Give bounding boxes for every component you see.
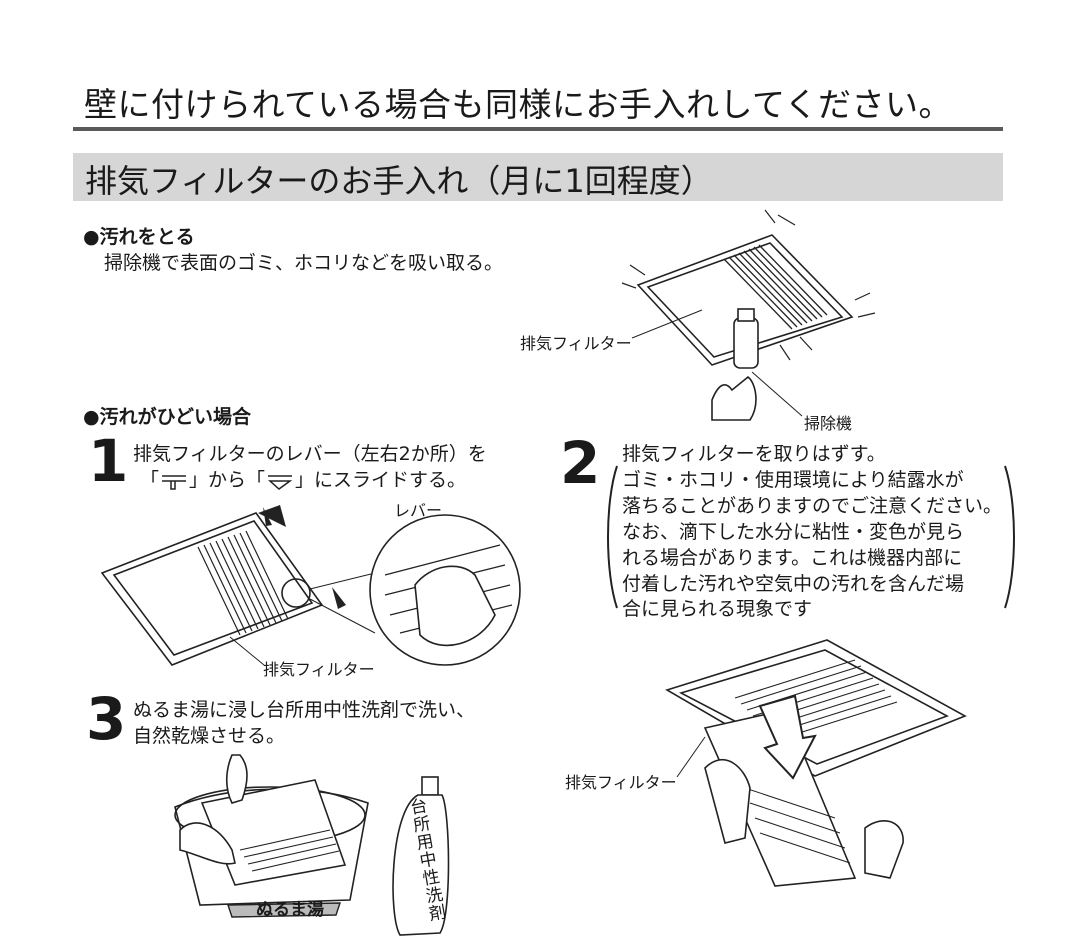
step-2-note-brackets	[607, 465, 1015, 609]
step-2-removal-illustration	[665, 639, 967, 887]
step-1-close-bracket: 」にスライドする。	[295, 469, 467, 491]
basin-label: ぬるま湯	[256, 900, 324, 920]
step-1-filter-illustration	[100, 505, 521, 666]
step-2-filter-leader	[676, 736, 706, 778]
vacuum-filter-illustration	[621, 209, 876, 421]
step-2-text-line4: なお、滴下した水分に粘性・変色が見ら	[622, 521, 965, 543]
step-2-text-line5: れる場合があります。これは機器内部に	[622, 547, 963, 569]
step-2-text-line6: 付着した汚れや空気中の汚れを含んだ場	[622, 573, 965, 595]
vacuum-filter-leader	[631, 309, 703, 339]
section-title: 排気フィルターのお手入れ（月に1回程度）	[85, 162, 713, 200]
lever-unlocked-icon	[268, 474, 293, 490]
step-2-number: 2	[560, 429, 601, 497]
vacuum-leader	[751, 371, 803, 417]
detergent-bottle-icon	[392, 776, 450, 936]
step-2-filter-label: 排気フィルター	[565, 773, 677, 792]
step-3-number: 3	[86, 685, 127, 753]
page-note: 壁に付けられている場合も同様にお手入れしてください。	[84, 85, 953, 124]
step-1-filter-label: 排気フィルター	[263, 660, 375, 679]
vacuum-filter-label: 排気フィルター	[520, 334, 632, 353]
step-1-text-line2: 「 」から「 」にスライドする。	[140, 467, 466, 493]
lever-locked-icon	[162, 474, 187, 490]
step-3-text-line1: ぬるま湯に浸し台所用中性洗剤で洗い、	[133, 699, 476, 721]
heavy-dirt-heading: ●汚れがひどい場合	[83, 406, 252, 428]
lever-label: レバー	[394, 501, 443, 520]
step-3-text-line2: 自然乾燥させる。	[133, 725, 286, 747]
header-rule	[73, 127, 1003, 131]
step-2-text-line1: 排気フィルターを取りはずす。	[622, 443, 886, 465]
light-dirt-heading: ●汚れをとる	[83, 226, 195, 248]
step-3-washing-illustration	[174, 754, 369, 918]
step-1-text-line1: 排気フィルターのレバー（左右2か所）を	[133, 443, 487, 465]
step-2-text-line2: ゴミ・ホコリ・使用環境により結露水が	[622, 469, 964, 491]
step-1-mid-bracket: 」から「	[189, 469, 266, 491]
step-2-text-line7: 合に見られる現象です	[622, 598, 813, 620]
section-bar	[73, 153, 1003, 201]
step-1-number: 1	[88, 427, 129, 495]
step-2-text-line3: 落ちることがありますのでご注意ください。	[622, 495, 1003, 517]
vacuum-label: 掃除機	[804, 414, 853, 433]
step-1-open-bracket: 「	[140, 469, 160, 491]
light-dirt-text: 掃除機で表面のゴミ、ホコリなどを吸い取る。	[104, 252, 504, 274]
step-1-filter-leader	[229, 636, 265, 666]
